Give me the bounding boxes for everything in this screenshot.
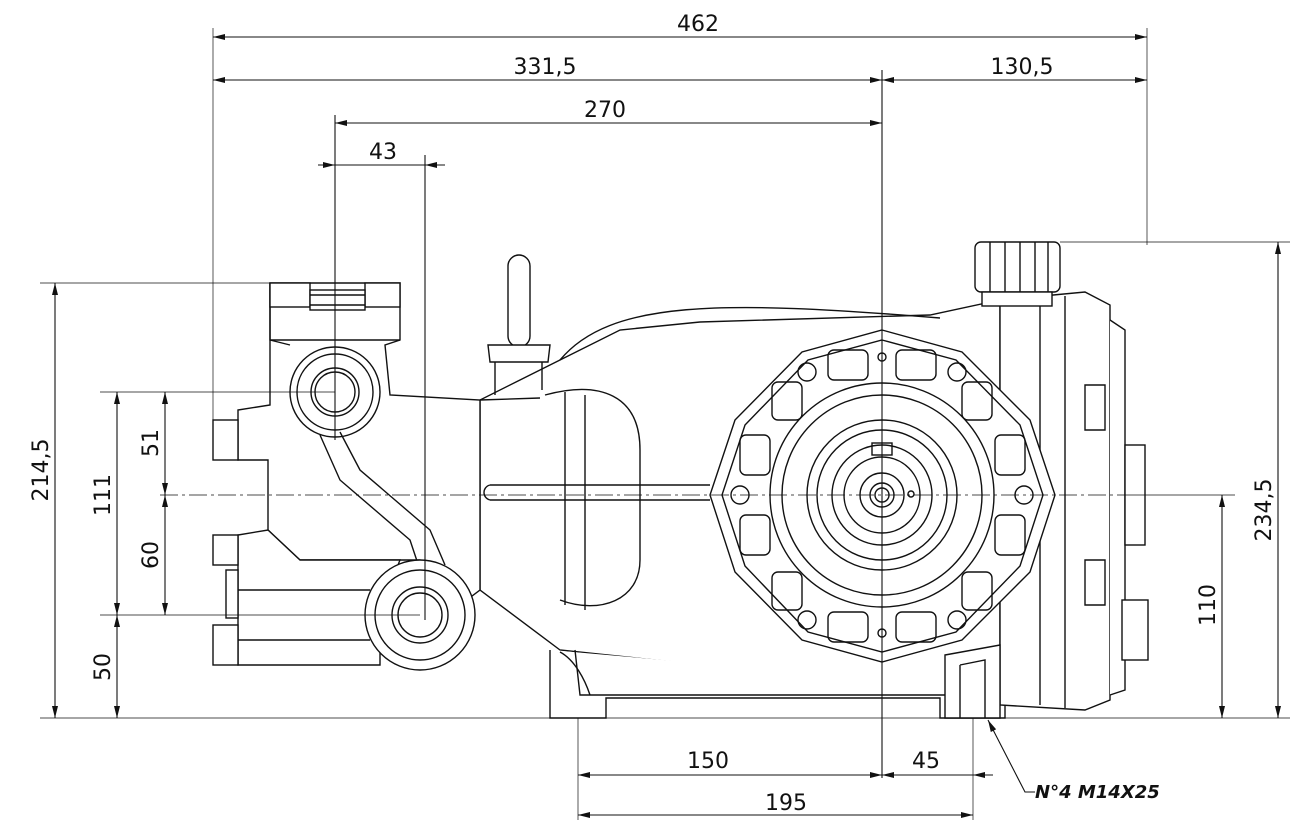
- dim-overall-length: 462: [677, 12, 719, 37]
- dim-lower-port-height: 50: [91, 653, 116, 681]
- dim-shaft-to-right: 130,5: [991, 55, 1054, 80]
- center-lines: [160, 70, 1125, 778]
- dim-shaft-height: 110: [1196, 584, 1221, 626]
- dim-total-height-right: 234,5: [1252, 479, 1277, 542]
- pump-body: [212, 241, 1149, 719]
- dim-overall-height: 214,5: [29, 439, 54, 502]
- dimension-lines: [52, 34, 1281, 818]
- dim-upper-port-offset: 51: [139, 429, 164, 457]
- mounting-bolts-note: N°4 M14X25: [1035, 782, 1160, 803]
- dim-port-vertical-span: 111: [91, 474, 116, 516]
- dim-shaft-to-foot: 45: [912, 749, 940, 774]
- dim-port-spacing: 43: [369, 140, 397, 165]
- dim-foot-to-shaft: 150: [687, 749, 729, 774]
- dim-foot-spacing: 195: [765, 791, 807, 816]
- dim-port-to-shaft: 270: [584, 98, 626, 123]
- extension-lines: [40, 28, 1290, 820]
- dim-left-to-shaft: 331,5: [514, 55, 577, 80]
- dim-lower-port-offset: 60: [139, 541, 164, 569]
